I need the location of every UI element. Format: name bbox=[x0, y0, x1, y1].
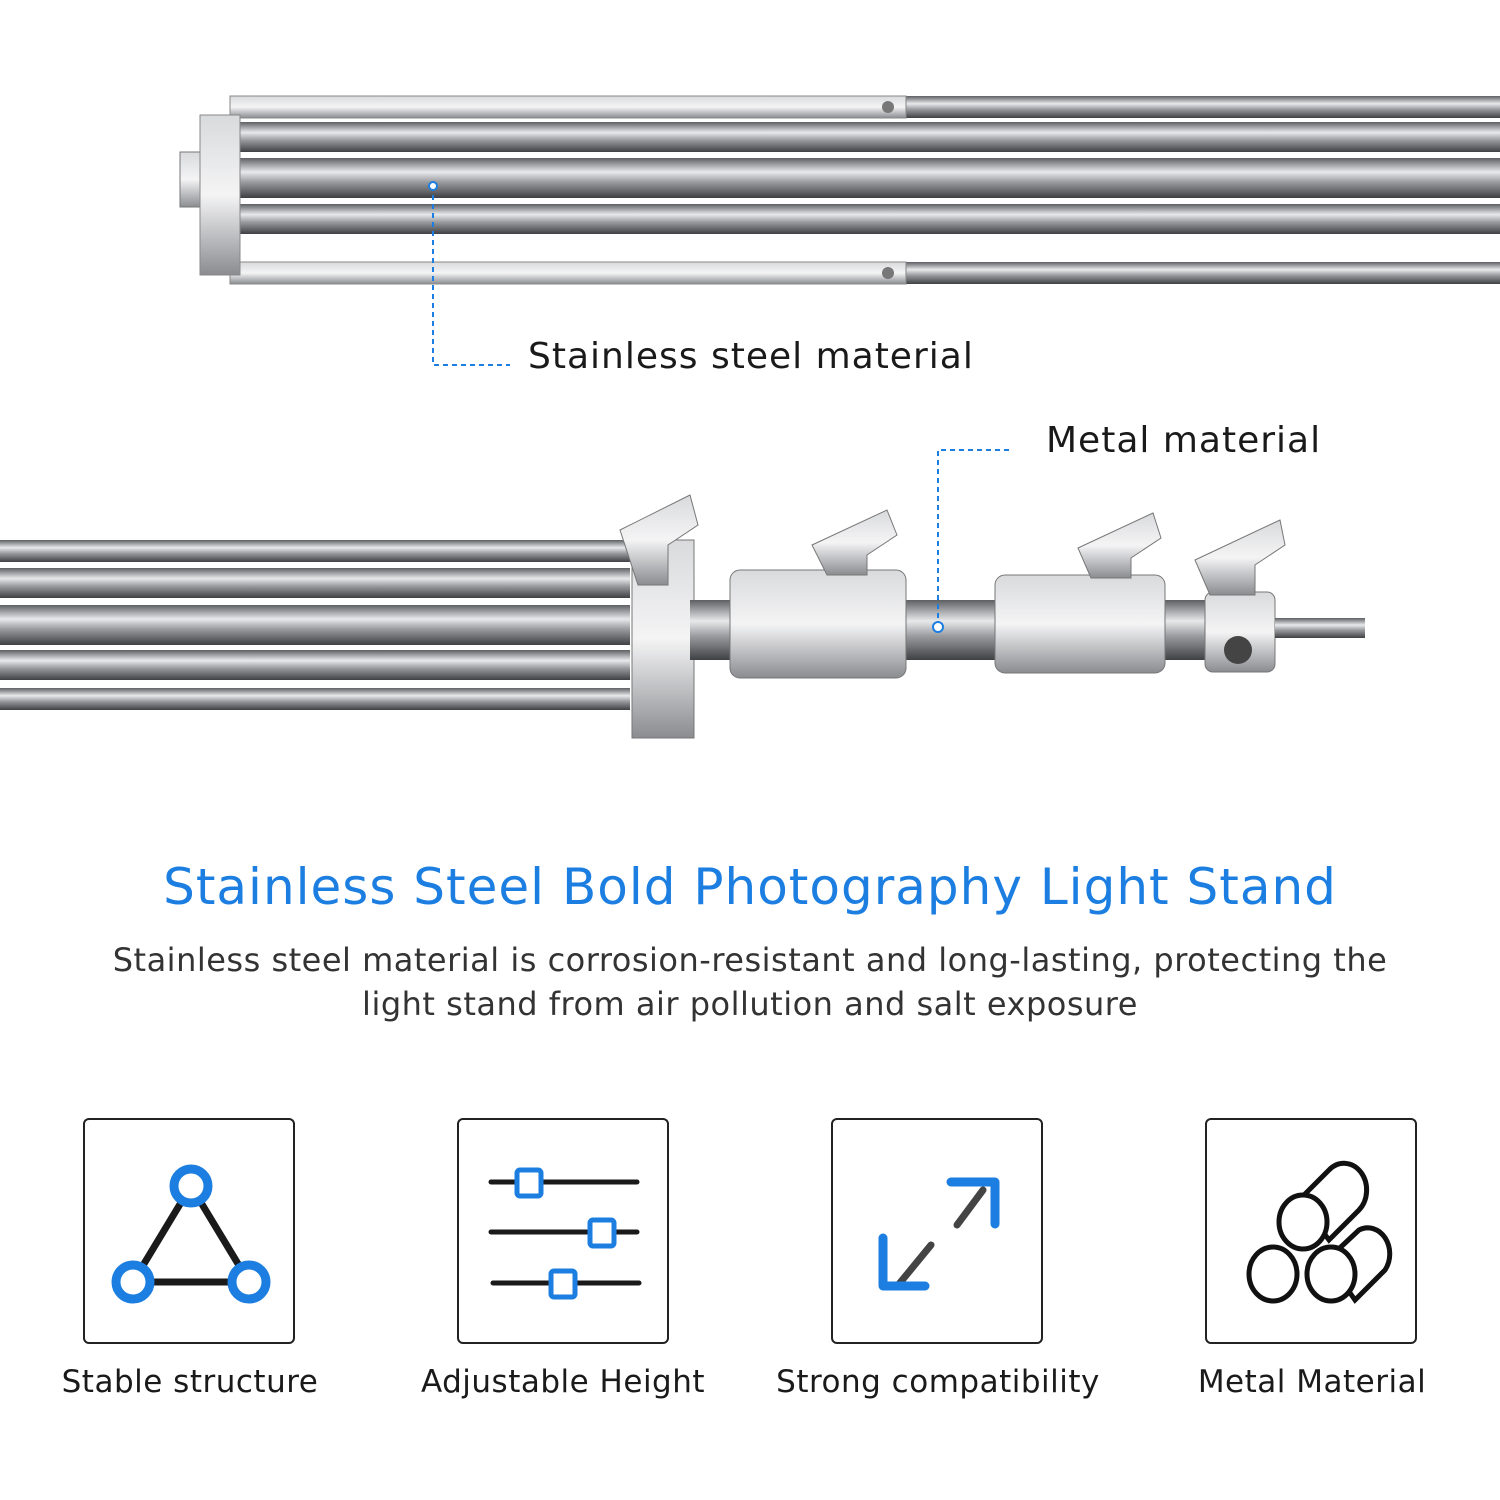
callout-metal: Metal material bbox=[1046, 420, 1322, 461]
description-line-2: light stand from air pollution and salt … bbox=[362, 985, 1138, 1023]
feature-card-compatibility bbox=[831, 1118, 1043, 1344]
feature-card-metal bbox=[1205, 1118, 1417, 1344]
feature-label-stable: Stable structure bbox=[61, 1364, 319, 1400]
description-line-1: Stainless steel material is corrosion-re… bbox=[112, 941, 1388, 979]
stand-column bbox=[0, 494, 1365, 739]
triangle-nodes-icon bbox=[111, 1164, 271, 1304]
feature-label-height: Adjustable Height bbox=[420, 1364, 706, 1400]
feature-label-compatibility: Strong compatibility bbox=[776, 1364, 1100, 1400]
headline: Stainless Steel Bold Photography Light S… bbox=[163, 858, 1337, 916]
description: Stainless steel material is corrosion-re… bbox=[0, 938, 1500, 1026]
feature-card-stable bbox=[83, 1118, 295, 1344]
sliders-icon bbox=[488, 1167, 642, 1300]
metal-rods-icon bbox=[1246, 1160, 1393, 1304]
callout-stainless-steel: Stainless steel material bbox=[528, 336, 974, 377]
feature-label-metal: Metal Material bbox=[1197, 1364, 1427, 1400]
expand-arrows-icon bbox=[878, 1177, 1000, 1291]
folded-legs bbox=[179, 95, 1500, 285]
stand-legs-photo bbox=[0, 95, 1500, 739]
feature-card-height bbox=[457, 1118, 669, 1344]
callout-leader-lines bbox=[432, 186, 1013, 627]
